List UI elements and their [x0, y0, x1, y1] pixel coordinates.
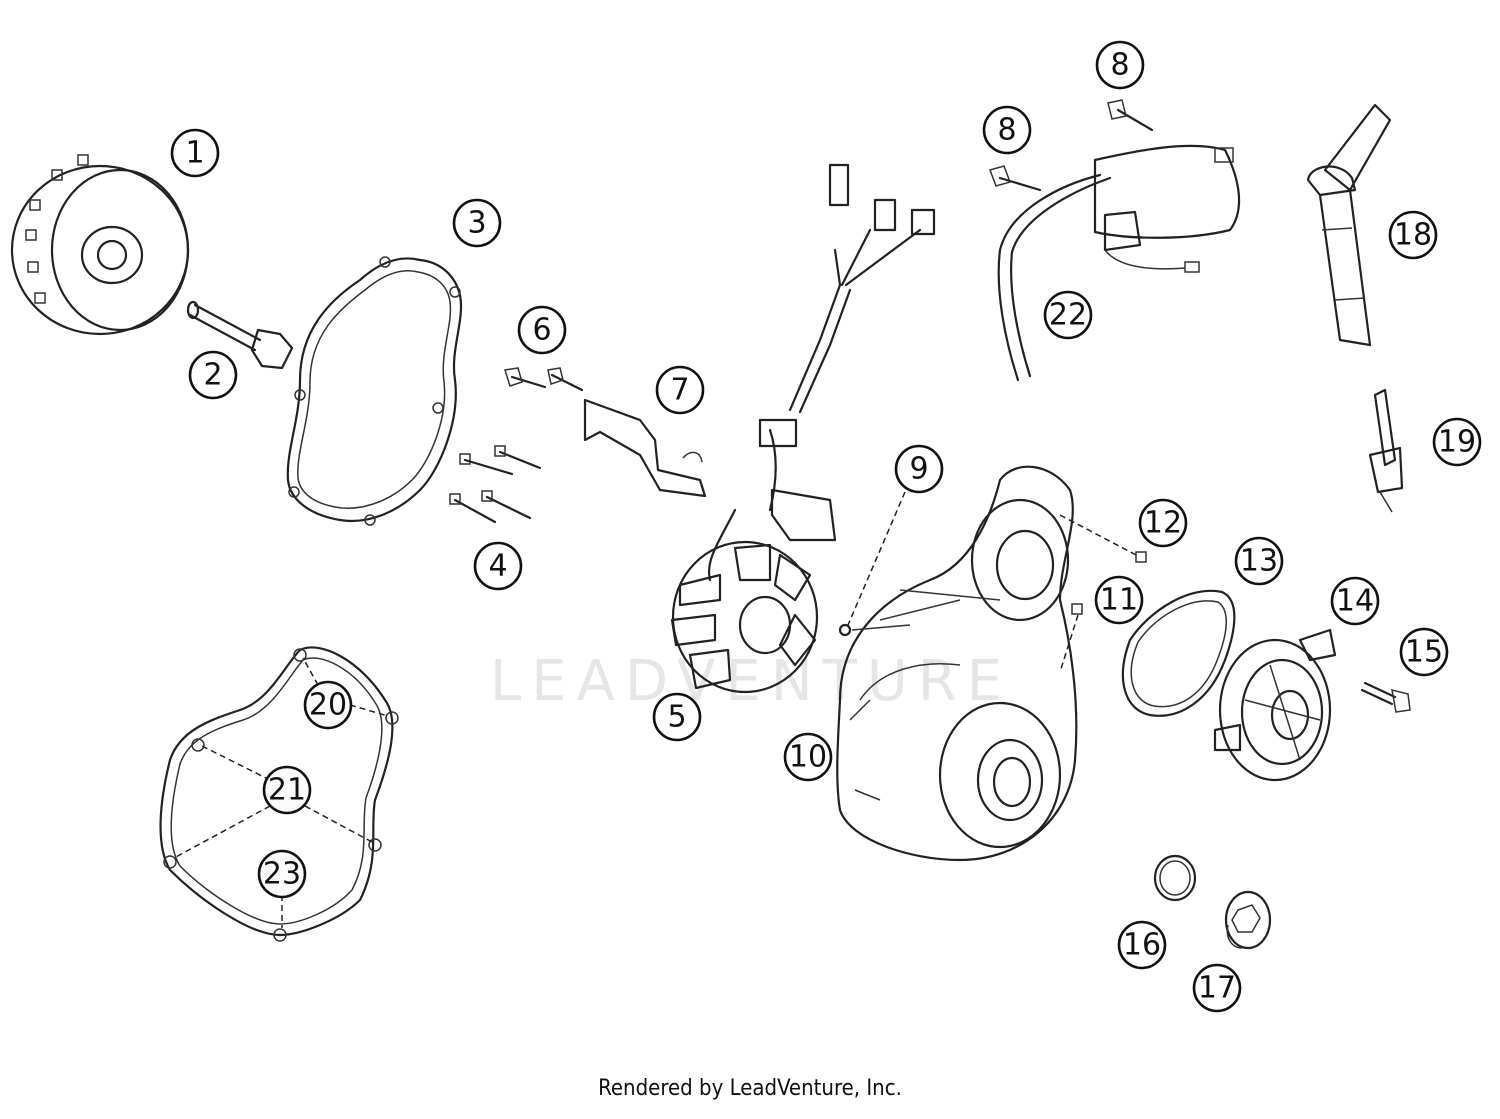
callout-14: 14 — [1330, 576, 1380, 626]
svg-text:6: 6 — [532, 313, 551, 348]
callout-5: 5 — [652, 692, 702, 742]
watermark: LEADVENTURE — [490, 649, 1012, 714]
callout-8-left: 8 — [982, 105, 1032, 155]
callout-10: 10 — [783, 732, 833, 782]
callout-22: 22 — [1043, 290, 1093, 340]
svg-text:10: 10 — [789, 740, 827, 775]
callout-1: 1 — [170, 128, 220, 178]
svg-text:23: 23 — [263, 857, 301, 892]
callout-16: 16 — [1117, 920, 1167, 970]
svg-text:4: 4 — [488, 549, 507, 584]
svg-text:14: 14 — [1336, 584, 1374, 619]
callout-23: 23 — [257, 849, 307, 899]
cable-bracket — [583, 398, 707, 498]
svg-text:17: 17 — [1198, 971, 1236, 1006]
stator — [670, 163, 936, 694]
callout-11: 11 — [1094, 575, 1144, 625]
svg-text:18: 18 — [1394, 218, 1432, 253]
svg-text:9: 9 — [909, 452, 928, 487]
callout-2: 2 — [188, 350, 238, 400]
callout-9: 9 — [894, 444, 944, 494]
cover-gasket — [286, 256, 463, 526]
svg-text:16: 16 — [1123, 928, 1161, 963]
svg-text:21: 21 — [268, 773, 306, 808]
svg-text:22: 22 — [1049, 298, 1087, 333]
svg-text:15: 15 — [1405, 635, 1443, 670]
callout-8-top: 8 — [1095, 40, 1145, 90]
callout-21: 21 — [262, 765, 312, 815]
svg-text:5: 5 — [667, 700, 686, 735]
leader-9b — [851, 624, 911, 631]
leader-20b — [349, 704, 389, 717]
svg-text:19: 19 — [1438, 425, 1476, 460]
leader-9 — [847, 491, 906, 626]
callout-19: 19 — [1432, 417, 1482, 467]
ignition-cover — [836, 465, 1078, 862]
bracket-screws — [504, 367, 584, 392]
o-ring — [1153, 854, 1197, 902]
plug-12 — [1135, 551, 1147, 563]
svg-text:11: 11 — [1100, 583, 1138, 618]
spark-plug-cap — [1306, 103, 1392, 347]
callout-17: 17 — [1192, 963, 1242, 1013]
leader-12 — [1059, 514, 1139, 557]
leader-21c — [304, 805, 373, 843]
callout-6: 6 — [517, 305, 567, 355]
cover-bolts — [449, 445, 542, 524]
screw-plug — [1224, 890, 1272, 950]
svg-text:12: 12 — [1144, 506, 1182, 541]
svg-text:13: 13 — [1240, 544, 1278, 579]
cover-small-gasket — [1121, 589, 1236, 717]
cover-bolt-15 — [1360, 681, 1411, 713]
svg-text:1: 1 — [185, 136, 204, 171]
svg-text:8: 8 — [1110, 48, 1129, 83]
callout-12: 12 — [1138, 498, 1188, 548]
ignition-coil — [997, 144, 1241, 382]
svg-text:2: 2 — [203, 358, 222, 393]
inspection-cover — [1213, 628, 1337, 782]
svg-text:8: 8 — [997, 113, 1016, 148]
leader-21a — [199, 744, 271, 781]
svg-text:20: 20 — [309, 688, 347, 723]
callout-7: 7 — [655, 365, 705, 415]
callout-3: 3 — [452, 198, 502, 248]
plug-11 — [1071, 603, 1083, 615]
leader-20a — [302, 657, 319, 686]
svg-text:7: 7 — [670, 373, 689, 408]
svg-text:3: 3 — [467, 206, 486, 241]
callout-4: 4 — [473, 541, 523, 591]
o-ring-inner — [1159, 860, 1191, 896]
footer-credit: Rendered by LeadVenture, Inc. — [598, 1076, 902, 1101]
leader-21b — [173, 805, 271, 859]
callout-13: 13 — [1234, 536, 1284, 586]
dowel-pin-9 — [838, 623, 852, 637]
flywheel-rotor — [10, 154, 190, 336]
callout-20: 20 — [303, 680, 353, 730]
spark-plug — [1368, 388, 1404, 513]
callout-18: 18 — [1388, 210, 1438, 260]
callout-15: 15 — [1399, 627, 1449, 677]
flywheel-bolt — [186, 300, 294, 370]
coil-bolts — [989, 99, 1154, 192]
gasket-lower — [159, 646, 399, 942]
